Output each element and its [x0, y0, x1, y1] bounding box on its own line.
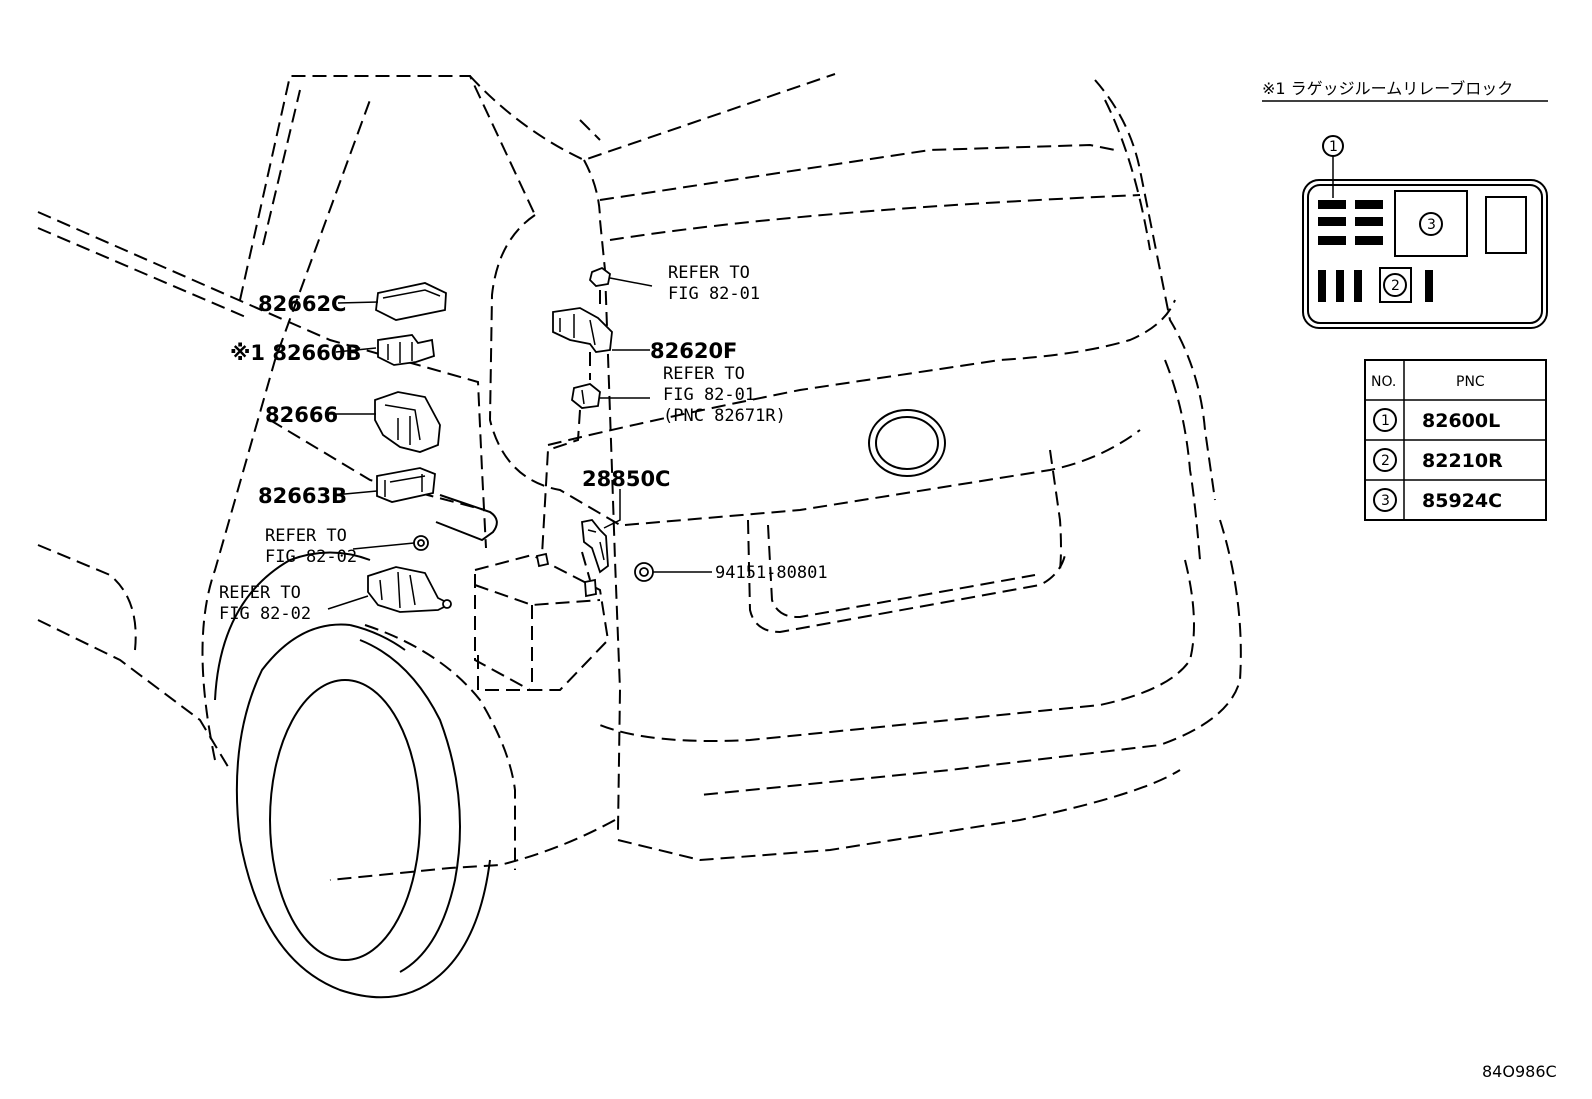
ref2-line2: FIG 82-01 [663, 385, 755, 405]
callout-2-number: 2 [1391, 278, 1400, 294]
label-82666: 82666 [265, 403, 338, 427]
relay-3-box [1394, 190, 1468, 257]
part-82666[interactable] [374, 391, 441, 453]
fuse [1318, 200, 1346, 209]
vehicle-outline [37, 73, 1242, 881]
fuse [1318, 236, 1346, 245]
fuse-vertical [1425, 270, 1433, 302]
ref2-line1: REFER TO [663, 364, 745, 384]
rear-wheel [235, 623, 491, 999]
table-header-pnc: PNC [1456, 374, 1485, 390]
label-82662C: 82662C [258, 292, 346, 316]
fuse-vertical [1318, 270, 1326, 302]
diagram-code: 84O986C [1482, 1062, 1557, 1081]
fuse [1318, 217, 1346, 226]
inset-title: ※1 ラゲッジルームリレーブロック [1262, 79, 1513, 98]
ref1-line2: FIG 82-01 [668, 284, 760, 304]
row-2-no: 2 [1381, 453, 1390, 469]
part-82620F[interactable] [552, 307, 613, 353]
mounting-line-2 [581, 551, 591, 581]
table-header-no: NO. [1371, 374, 1396, 390]
part-82660B[interactable] [377, 334, 435, 366]
ref4-line1: REFER TO [219, 583, 301, 603]
part-82663B[interactable] [376, 467, 436, 503]
part-28850C[interactable] [581, 519, 609, 574]
ref3-line1: REFER TO [265, 526, 347, 546]
relay-block-outer [1302, 179, 1548, 329]
part-battery-terminal [584, 578, 597, 598]
relay-slot [1485, 196, 1527, 254]
part-82662C[interactable] [375, 282, 447, 321]
fuse [1355, 217, 1383, 226]
row-1-pnc: 82600L [1422, 410, 1500, 432]
pnc-table: NO. PNC 1 82600L 2 82210R 3 85924C [1364, 359, 1547, 521]
part-bolt-top[interactable] [589, 266, 611, 287]
fender-curve [214, 551, 371, 701]
row-3-pnc: 85924C [1422, 490, 1502, 512]
part-bracket-82-02[interactable] [367, 566, 453, 613]
label-82663B: 82663B [258, 484, 347, 508]
fuse-vertical [1336, 270, 1344, 302]
leader-lines [327, 277, 712, 610]
row-1-no: 1 [1381, 413, 1390, 429]
fuse [1355, 200, 1383, 209]
part-connector-82671R[interactable] [571, 383, 601, 409]
callout-3-circle [1419, 212, 1443, 236]
row-2-pnc: 82210R [1422, 450, 1503, 472]
callout-3-number: 3 [1427, 217, 1436, 233]
ref4-line2: FIG 82-02 [219, 604, 311, 624]
ref1-line1: REFER TO [668, 263, 750, 283]
relay-block-inner [1307, 184, 1543, 324]
label-28850C: 28850C [582, 467, 670, 491]
trim-piece [435, 494, 498, 542]
fuse [1355, 236, 1383, 245]
relay-block-inset: ※1 ラゲッジルームリレーブロック 1 3 2 [1262, 79, 1548, 329]
ref2-line3: (PNC 82671R) [663, 406, 786, 426]
relay-2-box [1379, 267, 1412, 303]
emblem [868, 409, 946, 477]
callout-2-circle [1383, 273, 1407, 297]
ref3-line2: FIG 82-02 [265, 547, 357, 567]
label-82660B: ※1 82660B [230, 341, 361, 365]
label-82620F: 82620F [650, 339, 737, 363]
part-battery-post [535, 552, 550, 568]
row-1-circle [1373, 408, 1397, 432]
row-3-no: 3 [1381, 493, 1390, 509]
callout-1-number: 1 [1329, 139, 1338, 155]
row-2-circle [1373, 448, 1397, 472]
part-clip-82-02[interactable] [413, 535, 429, 551]
label-94151-80801: 94151-80801 [715, 563, 828, 583]
row-3-circle [1373, 488, 1397, 512]
mounting-line [541, 290, 601, 556]
fuse-vertical [1354, 270, 1362, 302]
part-94151-80801[interactable] [634, 562, 654, 582]
